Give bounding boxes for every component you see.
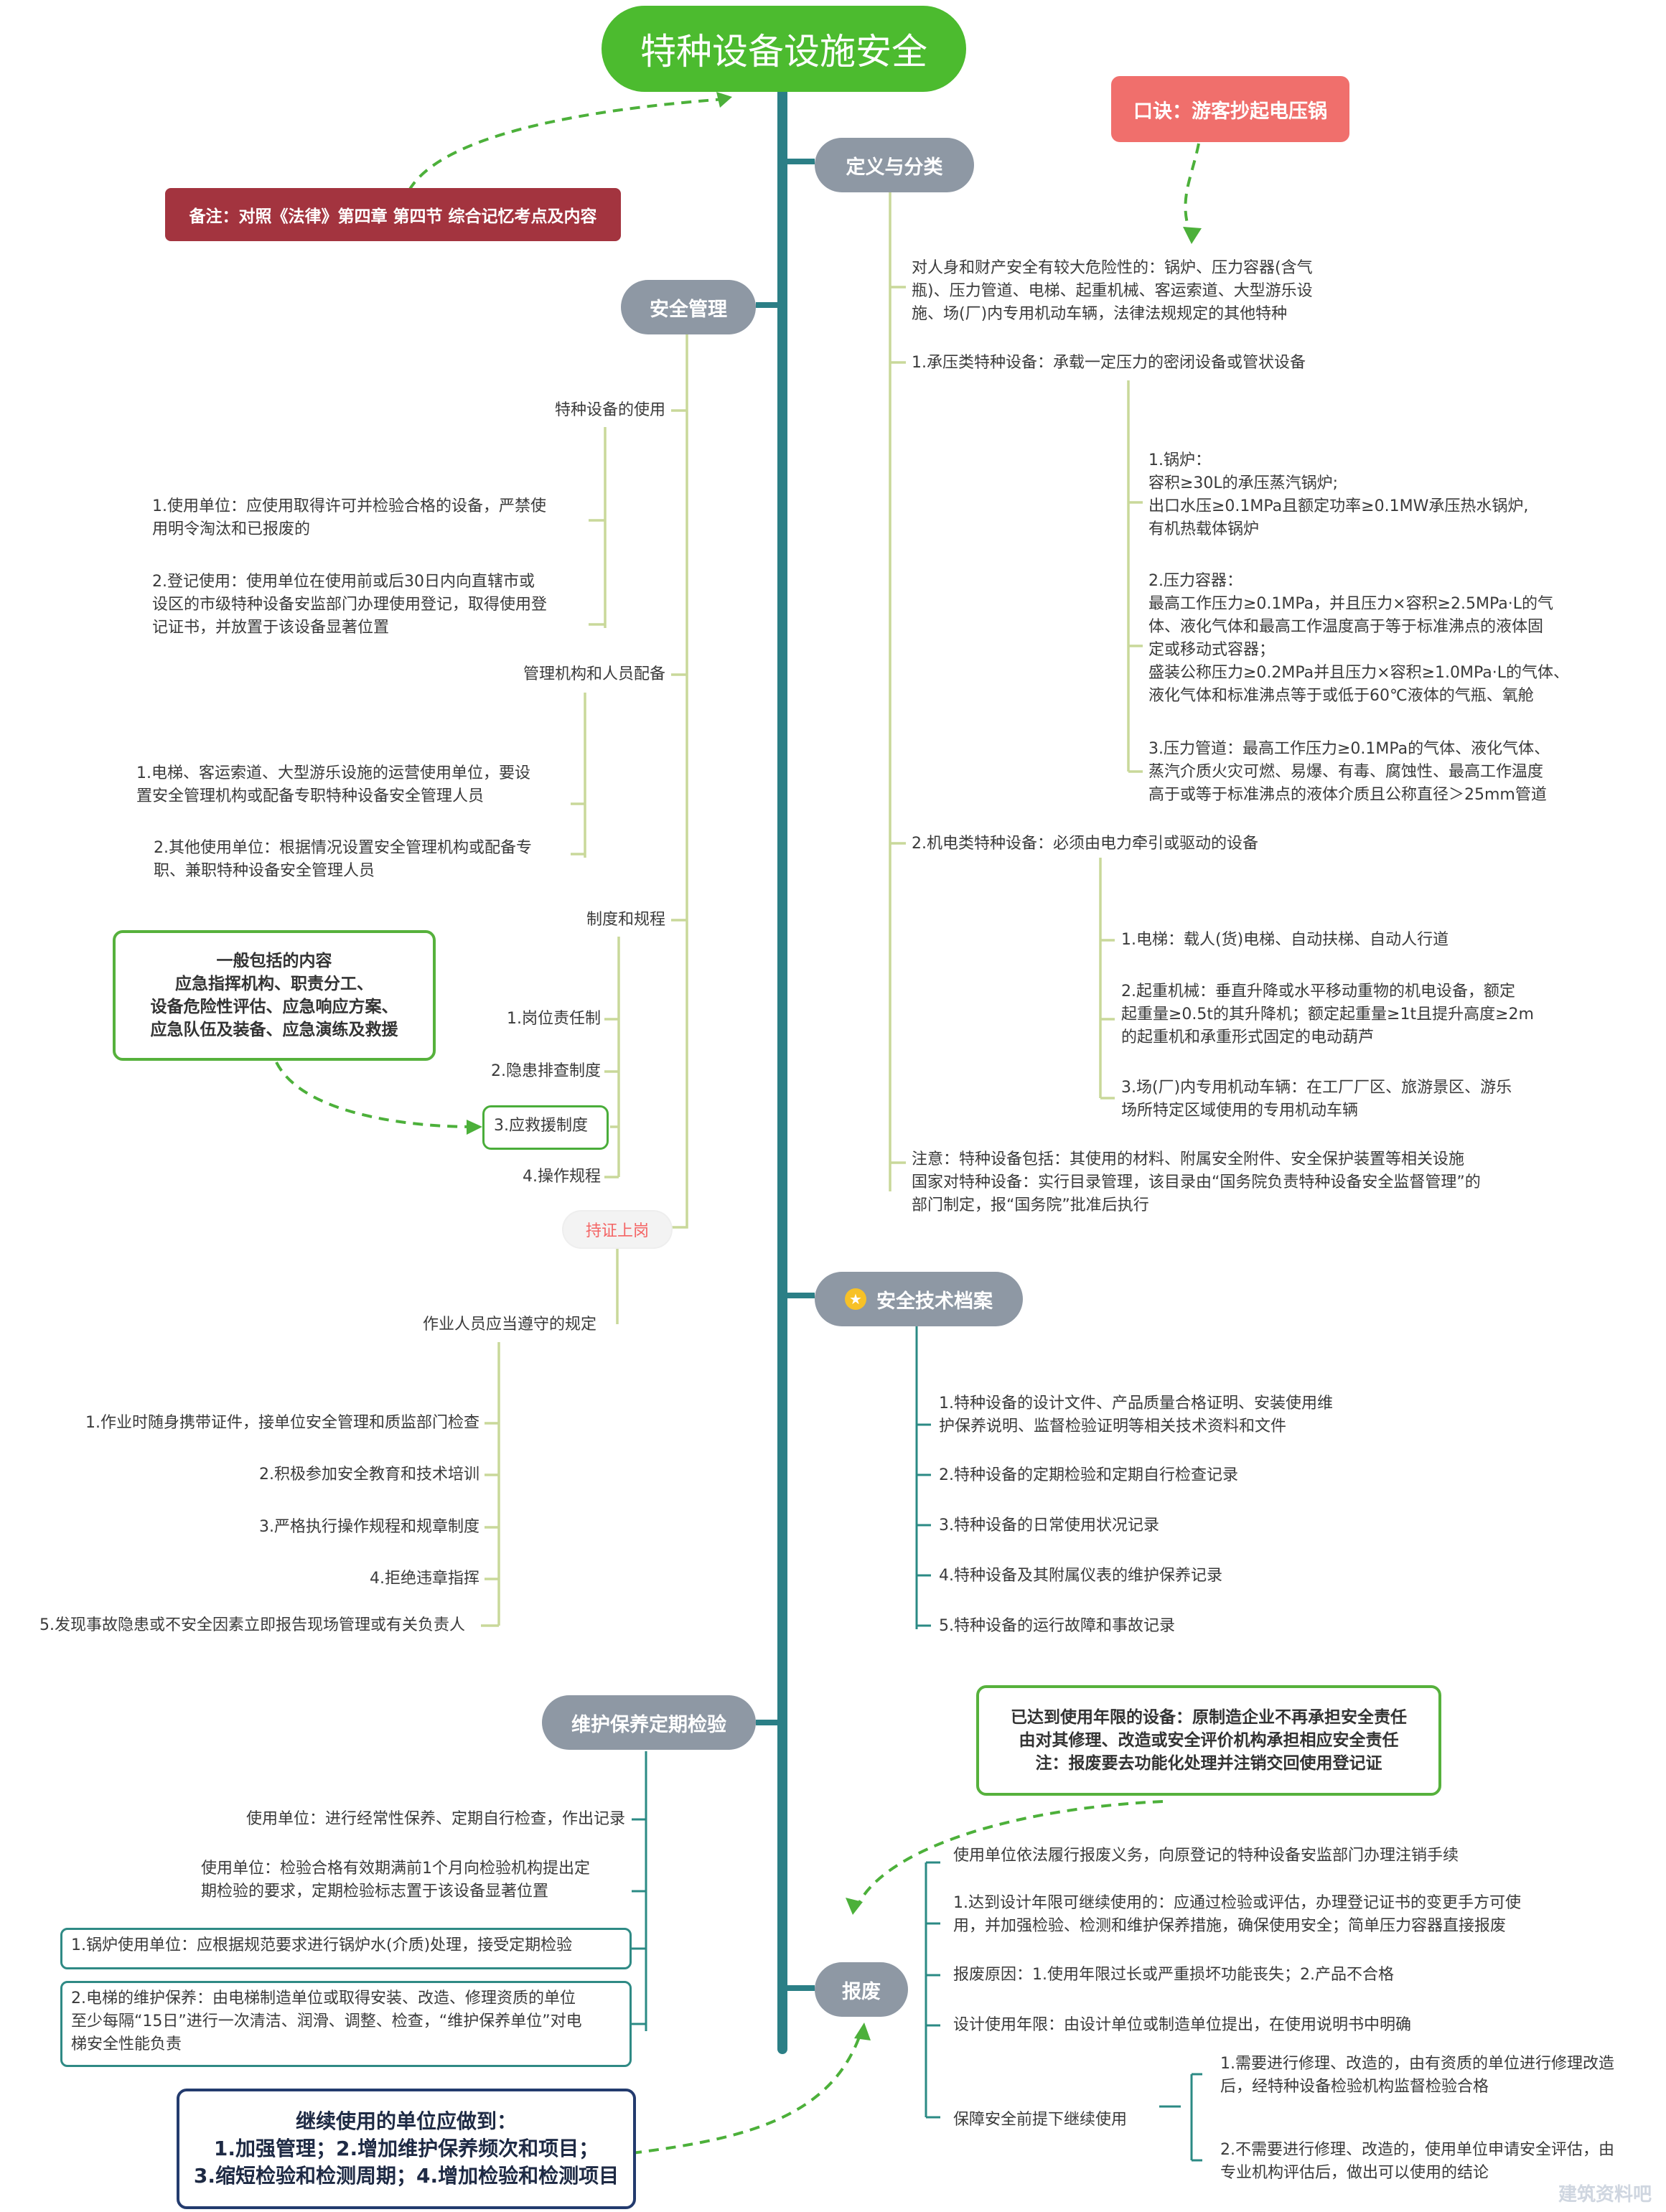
archive-item-4: 4.特种设备及其附属仪表的维护保养记录 bbox=[939, 1567, 1222, 1585]
definition-intro: 对人身和财产安全有较大危险性的：锅炉、压力容器(含气瓶)、压力管道、电梯、起重机… bbox=[912, 259, 1313, 323]
boiler-def: 1.锅炉：容积≥30L的承压蒸汽锅炉;出口水压≥0.1MPa且额定功率≥0.1M… bbox=[1148, 451, 1529, 538]
star-icon: ★ bbox=[845, 1288, 866, 1310]
org-item-1: 1.电梯、客运索道、大型游乐设施的运营使用单位，要设置安全管理机构或配备专职特种… bbox=[136, 764, 530, 805]
scrap-reason: 报废原因：1.使用年限过长或严重损坏功能丧失；2.产品不合格 bbox=[953, 1966, 1394, 1984]
definition-notice: 注意：特种设备包括：其使用的材料、附属安全附件、安全保护装置等相关设施国家对特种… bbox=[912, 1150, 1481, 1214]
definition-pill[interactable]: 定义与分类 bbox=[815, 138, 974, 192]
pipe-def: 3.压力管道：最高工作压力≥0.1MPa的气体、液化气体、蒸汽介质火灾可燃、易爆… bbox=[1148, 740, 1550, 804]
scrap-item-1: 使用单位依法履行报废义务，向原登记的特种设备安监部门办理注销手续 bbox=[953, 1847, 1459, 1865]
safety-branch-lines bbox=[481, 334, 688, 1627]
rescue-content-box: 一般包括的内容应急指挥机构、职责分工、设备危险性评估、应急响应方案、应急队伍及装… bbox=[113, 930, 436, 1061]
archive-pill[interactable]: ★ 安全技术档案 bbox=[815, 1272, 1023, 1326]
vehicle-def: 3.场(厂)内专用机动车辆：在工厂厂区、旅游景区、游乐场所特定区域使用的专用机动… bbox=[1121, 1079, 1512, 1120]
elevator-maintenance-box: 2.电梯的维护保养：由电梯制造单位或取得安装、改造、修理资质的单位至少每隔“15… bbox=[60, 1981, 632, 2067]
rule-1: 1.岗位责任制 bbox=[507, 1010, 601, 1028]
worker-rule-3: 3.严格执行操作规程和规章制度 bbox=[259, 1518, 479, 1536]
electro-category: 2.机电类特种设备：必须由电力牵引或驱动的设备 bbox=[912, 835, 1258, 853]
maintenance-branch-lines bbox=[632, 1751, 647, 2031]
maintenance-item-1: 使用单位：进行经常性保养、定期自行检查，作出记录 bbox=[245, 1810, 625, 1828]
watermark: 建筑资料吧 bbox=[1558, 2184, 1652, 2206]
use-item-2: 2.登记使用：使用单位在使用前或后30日内向直辖市或设区的市级特种设备安监部门办… bbox=[152, 573, 548, 637]
boiler-maintenance-box: 1.锅炉使用单位：应根据规范要求进行锅炉水(介质)处理，接受定期检验 bbox=[60, 1928, 632, 1969]
pressure-category: 1.承压类特种设备：承载一定压力的密闭设备或管状设备 bbox=[912, 354, 1306, 372]
remark-note: 备注：对照《法律》第四章 第四节 综合记忆考点及内容 bbox=[165, 188, 621, 241]
vessel-def: 2.压力容器：最高工作压力≥0.1MPa，并且压力×容积≥2.5MPa·L的气体… bbox=[1148, 572, 1570, 705]
design-life: 设计使用年限：由设计单位或制造单位提出，在使用说明书中明确 bbox=[953, 2016, 1412, 2034]
archive-item-5: 5.特种设备的运行故障和事故记录 bbox=[939, 1617, 1175, 1635]
mnemonic-note: 口诀：游客抄起电压锅 bbox=[1111, 76, 1349, 142]
arrow-heads bbox=[467, 92, 1202, 2040]
definition-branch-lines bbox=[889, 190, 1143, 1191]
scrap-item-2: 1.达到设计年限可继续使用的：应通过检验或评估，办理登记证书的变更手方可使用，并… bbox=[953, 1894, 1521, 1935]
rule-4: 4.操作规程 bbox=[523, 1168, 601, 1186]
rule-3: 3.应救援制度 bbox=[494, 1117, 588, 1135]
continue-use-box: 继续使用的单位应做到：1.加强管理；2.增加维护保养频次和项目；3.缩短检验和检… bbox=[177, 2089, 636, 2209]
expired-equipment-box: 已达到使用年限的设备：原制造企业不再承担安全责任由对其修理、改造或安全评价机构承… bbox=[976, 1685, 1441, 1796]
maintenance-item-2: 使用单位：检验合格有效期满前1个月向检验机构提出定期检验的要求，定期检验标志置于… bbox=[201, 1860, 590, 1901]
worker-rule-5: 5.发现事故隐患或不安全因素立即报告现场管理或有关负责人 bbox=[39, 1616, 465, 1634]
root-title[interactable]: 特种设备设施安全 bbox=[602, 6, 966, 92]
elevator-def: 1.电梯：载人(货)电梯、自动扶梯、自动人行道 bbox=[1121, 931, 1449, 949]
rule-3-box bbox=[482, 1105, 609, 1150]
scrap-branch-lines bbox=[925, 1861, 1202, 2162]
worker-rule-1: 1.作业时随身携带证件，接单位安全管理和质监部门检查 bbox=[85, 1414, 479, 1432]
worker-rules: 作业人员应当遵守的规定 bbox=[422, 1316, 596, 1334]
crane-def: 2.起重机械：垂直升降或水平移动重物的机电设备，额定起重量≥0.5t的其升降机；… bbox=[1121, 983, 1534, 1046]
equipment-use: 特种设备的使用 bbox=[554, 401, 665, 419]
archive-item-3: 3.特种设备的日常使用状况记录 bbox=[939, 1517, 1159, 1534]
worker-rule-2: 2.积极参加安全教育和技术培训 bbox=[259, 1466, 479, 1484]
maintenance-pill[interactable]: 维护保养定期检验 bbox=[542, 1695, 756, 1750]
rules-procedures: 制度和规程 bbox=[586, 911, 665, 929]
org-staffing: 管理机构和人员配备 bbox=[523, 665, 665, 683]
rule-2: 2.隐患排查制度 bbox=[491, 1062, 601, 1080]
archive-label: 安全技术档案 bbox=[876, 1290, 993, 1313]
continue-case-2: 2.不需要进行修理、改造的，使用单位申请安全评估，由专业机构评估后，做出可以使用… bbox=[1220, 2141, 1614, 2182]
dashed-arrows bbox=[275, 98, 1200, 2155]
worker-rule-4: 4.拒绝违章指挥 bbox=[370, 1570, 479, 1588]
safety-mgmt-pill[interactable]: 安全管理 bbox=[621, 280, 756, 334]
archive-branch-lines bbox=[915, 1326, 931, 1629]
org-item-2: 2.其他使用单位：根据情况设置安全管理机构或配备专职、兼职特种设备安全管理人员 bbox=[154, 839, 532, 880]
certified-tag: 持证上岗 bbox=[563, 1212, 671, 1247]
archive-item-2: 2.特种设备的定期检验和定期自行检查记录 bbox=[939, 1466, 1238, 1484]
archive-item-1: 1.特种设备的设计文件、产品质量合格证明、安装使用维护保养说明、监督检验证明等相… bbox=[939, 1395, 1333, 1435]
use-item-1: 1.使用单位：应使用取得许可并检验合格的设备，严禁使用明令淘汰和已报废的 bbox=[152, 497, 546, 538]
continue-safe-use: 保障安全前提下继续使用 bbox=[953, 2111, 1128, 2129]
continue-case-1: 1.需要进行修理、改造的，由有资质的单位进行修理改造后，经特种设备检验机构监督检… bbox=[1220, 2055, 1614, 2096]
scrap-pill[interactable]: 报废 bbox=[815, 1962, 908, 2017]
